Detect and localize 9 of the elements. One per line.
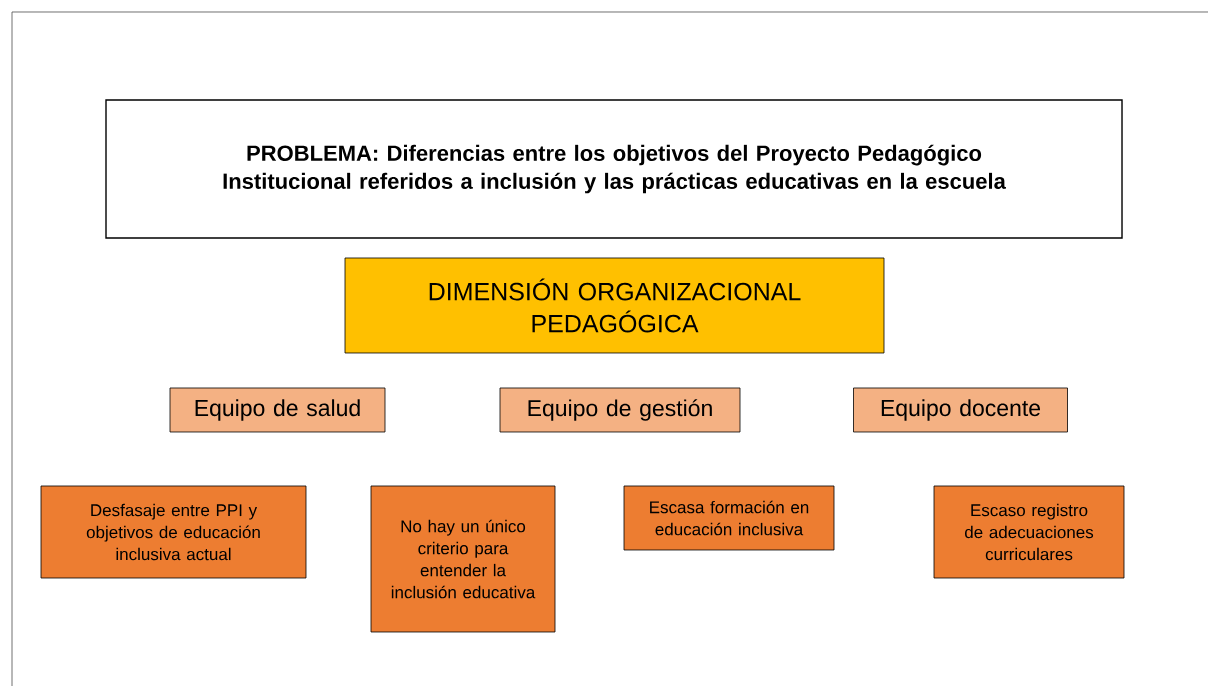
- dimension-box: DIMENSIÓN ORGANIZACIONAL PEDAGÓGICA: [344, 257, 885, 354]
- issue-box: Escasa formación en educación inclusiva: [623, 485, 835, 551]
- team-box: Equipo de gestión: [499, 387, 741, 433]
- issue-box: Desfasaje entre PPI y objetivos de educación inclusiva actual: [40, 485, 307, 579]
- team-box: Equipo docente: [853, 387, 1068, 433]
- problem-box: PROBLEMA: Diferencias entre los objetivos del Proyecto Pedagógico Institucional referidos a inclusión y las prácticas educativas en la escuela: [105, 99, 1123, 239]
- issue-box: No hay un único criterio para entender la inclusión educativa: [370, 485, 556, 633]
- issue-box: Escaso registro de adecuaciones curriculares: [933, 485, 1125, 579]
- team-box: Equipo de salud: [169, 387, 386, 433]
